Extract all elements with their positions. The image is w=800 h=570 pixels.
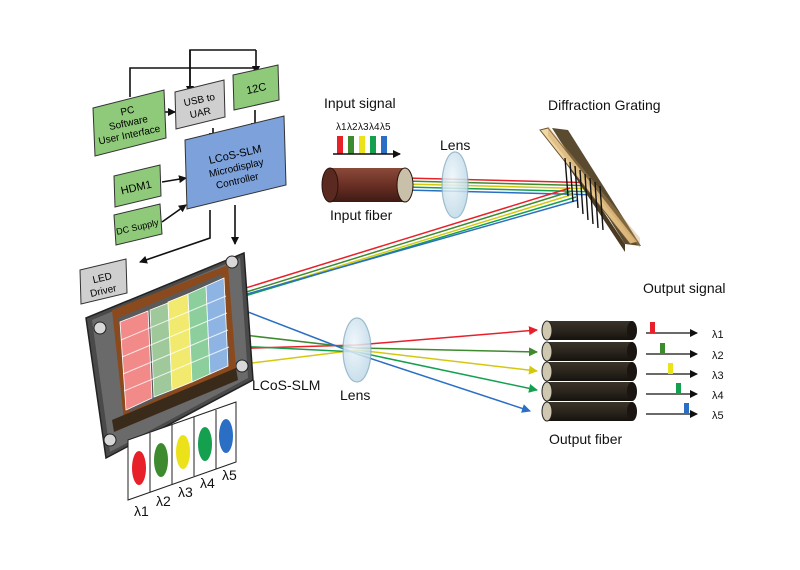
bottom-lens-label: Lens xyxy=(340,387,370,403)
i2c-block: 12C xyxy=(232,64,280,111)
input-wl-4: λ4 xyxy=(369,122,380,133)
pc-software-block: PC Software User Interface xyxy=(92,89,167,157)
input-wl-1: λ1 xyxy=(336,122,347,133)
input-fiber-label: Input fiber xyxy=(330,207,393,223)
output-fiber-1 xyxy=(541,320,637,341)
output-fiber-2 xyxy=(541,341,637,362)
input-signal-label: Input signal xyxy=(324,95,396,111)
output-wl-4: λ4 xyxy=(712,390,724,402)
dc-supply-block: DC Supply xyxy=(113,203,163,246)
input-signal: Input signal λ1 λ2 λ3 λ4 λ5 xyxy=(324,95,401,158)
output-wl-1: λ1 xyxy=(712,329,724,341)
pc-label-1: PC xyxy=(120,105,136,119)
output-wl-2: λ2 xyxy=(712,350,724,362)
slm-wl-3: λ3 xyxy=(178,484,193,500)
wavelength-spot-strip: λ1 λ2 λ3 λ4 λ5 xyxy=(127,401,237,519)
slm-wl-2: λ2 xyxy=(156,493,171,509)
grating-label: Diffraction Grating xyxy=(548,97,661,113)
slm-wl-1: λ1 xyxy=(134,503,149,519)
top-lens: Lens xyxy=(440,137,470,219)
bottom-lens: Lens xyxy=(340,317,372,403)
usb-block: USB to UAR xyxy=(174,79,226,130)
output-fiber-3 xyxy=(541,361,637,382)
led-driver-block: LED Driver xyxy=(79,258,128,305)
output-wl-3: λ3 xyxy=(712,370,724,382)
output-signal-label: Output signal xyxy=(643,280,726,296)
i2c-label: 12C xyxy=(245,81,267,97)
lcos-slm-label: LCoS-SLM xyxy=(252,377,320,393)
diffraction-grating: Diffraction Grating xyxy=(539,97,661,252)
grating-to-slm-beams xyxy=(157,187,579,316)
lcos-controller-block: LCoS-SLM Microdisplay Controller xyxy=(184,115,287,210)
slm-to-output-beams xyxy=(184,304,538,413)
input-wl-3: λ3 xyxy=(358,122,369,133)
slm-wl-4: λ4 xyxy=(200,475,215,491)
hdmi-block: HDM1 xyxy=(113,164,162,208)
input-wl-2: λ2 xyxy=(347,122,358,133)
output-fiber-label: Output fiber xyxy=(549,431,622,447)
output-fibers: Output fiber xyxy=(541,320,637,447)
output-signal: Output signal λ1 λ2 λ3 λ4 λ5 xyxy=(643,280,726,422)
output-fiber-5 xyxy=(541,401,637,422)
usb-label-2: UAR xyxy=(189,106,212,121)
input-fiber: Input fiber xyxy=(321,167,414,223)
slm-wl-5: λ5 xyxy=(222,467,237,483)
led-label-1: LED xyxy=(92,271,113,286)
output-wl-5: λ5 xyxy=(712,410,724,422)
output-fiber-4 xyxy=(541,381,637,402)
top-lens-label: Lens xyxy=(440,137,470,153)
input-wl-5: λ5 xyxy=(380,122,391,133)
lcos-slm-device: LCoS-SLM xyxy=(85,251,320,460)
